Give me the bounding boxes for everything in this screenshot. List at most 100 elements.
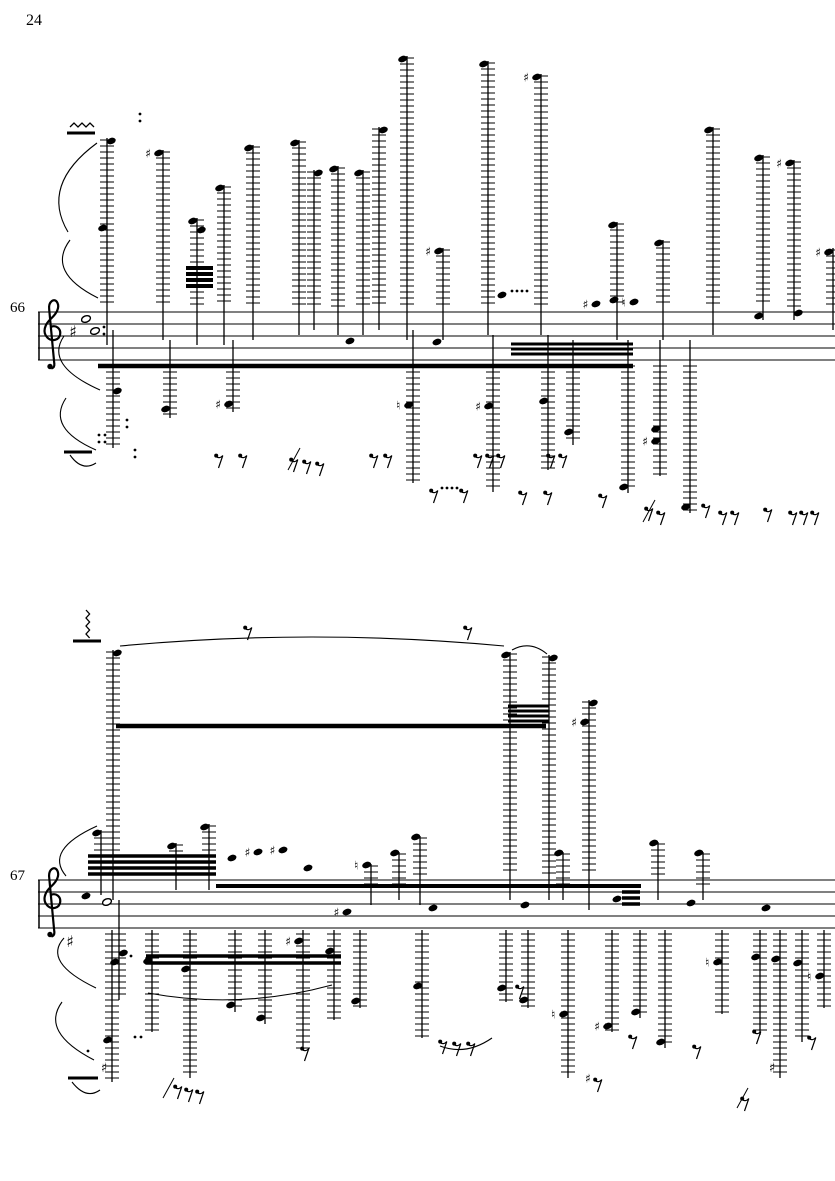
notehead	[80, 314, 92, 324]
ornament-squiggle-icon	[85, 609, 91, 639]
rest-icon	[174, 1086, 183, 1100]
notehead	[378, 126, 388, 134]
notehead	[580, 718, 590, 726]
dot	[133, 455, 137, 459]
slur	[58, 142, 98, 233]
notehead	[81, 892, 91, 900]
notehead	[154, 149, 164, 157]
notehead	[227, 854, 237, 862]
accidental: ♯	[475, 400, 481, 414]
accidental: ♮	[621, 296, 625, 310]
treble-clef-curve	[43, 867, 62, 938]
dot	[133, 448, 137, 452]
notehead	[793, 309, 803, 317]
ledger-lines	[621, 365, 635, 487]
accidental: ♯	[66, 932, 74, 951]
beam	[64, 450, 92, 454]
rest-icon	[185, 1089, 194, 1103]
notehead	[554, 849, 564, 857]
notehead	[413, 982, 423, 990]
notehead	[612, 895, 622, 903]
accidental: ♯	[334, 906, 340, 920]
rest-icon	[453, 1043, 462, 1057]
rest-icon	[519, 492, 528, 506]
rest-icon	[474, 455, 483, 469]
notehead	[112, 649, 122, 657]
rest-icon	[467, 1043, 476, 1057]
notehead	[656, 1038, 666, 1046]
rest-icon	[629, 1036, 638, 1050]
beam	[88, 860, 216, 864]
slur	[71, 1081, 101, 1095]
ledger-lines	[307, 171, 321, 305]
ledger-lines	[715, 933, 729, 1013]
rest-icon	[547, 455, 556, 469]
slur	[59, 825, 98, 877]
beam	[511, 342, 633, 346]
rest-icon	[439, 1041, 448, 1055]
accidental: ♯	[270, 844, 276, 858]
notehead	[815, 972, 825, 980]
slur	[511, 645, 548, 655]
ledger-lines	[582, 701, 596, 871]
ledger-lines	[651, 843, 665, 881]
beam	[116, 723, 546, 729]
accidental: ♮	[705, 956, 709, 970]
dot	[445, 486, 449, 490]
notehead	[290, 139, 300, 147]
dot	[520, 289, 524, 293]
notehead	[654, 239, 664, 247]
beam	[146, 961, 341, 965]
notehead	[103, 1036, 113, 1044]
notehead	[686, 899, 696, 907]
dot	[455, 486, 459, 490]
slur	[61, 239, 99, 299]
ledger-lines	[145, 933, 159, 1031]
notehead	[785, 159, 795, 167]
notehead	[351, 997, 361, 1005]
dot	[515, 289, 519, 293]
dot	[138, 112, 142, 116]
accidental: ♯	[571, 716, 577, 730]
page-number: 24	[26, 12, 42, 29]
notehead	[89, 326, 101, 336]
rest-icon	[594, 1079, 603, 1093]
notehead	[106, 137, 116, 145]
notehead	[588, 699, 598, 707]
notehead	[651, 437, 661, 445]
accidental: ♯	[101, 1061, 107, 1076]
ledger-lines	[561, 933, 575, 1073]
notehead	[342, 908, 352, 916]
notehead	[294, 937, 304, 945]
ledger-lines	[106, 365, 120, 445]
notehead	[390, 849, 400, 857]
beam	[511, 347, 633, 351]
notehead	[181, 965, 191, 973]
beam	[216, 884, 641, 888]
slur	[147, 984, 333, 1001]
rest-icon	[215, 455, 224, 469]
notehead	[548, 654, 558, 662]
dot	[525, 289, 529, 293]
rest-icon	[559, 455, 568, 469]
ledger-lines	[296, 933, 310, 1049]
notehead	[101, 897, 113, 907]
rest-icon	[702, 505, 711, 519]
rest-icon	[301, 1048, 310, 1062]
rest-icon	[719, 512, 728, 526]
rest-icon	[384, 455, 393, 469]
notehead	[112, 387, 122, 395]
notehead	[603, 1022, 613, 1030]
rest-icon	[290, 459, 299, 473]
notehead	[215, 184, 225, 192]
rest-icon	[303, 461, 312, 475]
notehead	[751, 953, 761, 961]
rest-icon	[764, 509, 773, 523]
notehead	[564, 428, 574, 436]
dot	[86, 1049, 90, 1053]
beam	[508, 704, 549, 708]
ledger-lines	[481, 62, 495, 304]
slur	[58, 335, 101, 391]
accidental: ♯	[145, 147, 151, 161]
